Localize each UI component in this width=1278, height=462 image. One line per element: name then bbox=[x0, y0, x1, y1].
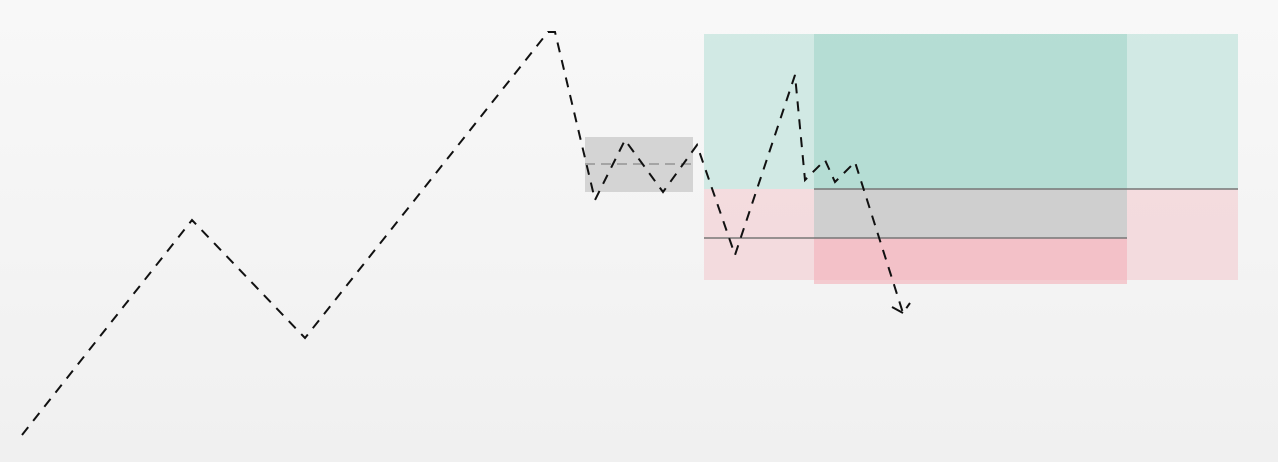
stop-loss-zone-inner bbox=[814, 238, 1127, 284]
take-profit-zone-inner bbox=[814, 34, 1127, 189]
position-tool-inner bbox=[814, 34, 1127, 284]
price-path-arrow-icon bbox=[891, 306, 904, 314]
entry-zone-inner bbox=[814, 189, 1127, 238]
price-path-line bbox=[21, 31, 911, 436]
